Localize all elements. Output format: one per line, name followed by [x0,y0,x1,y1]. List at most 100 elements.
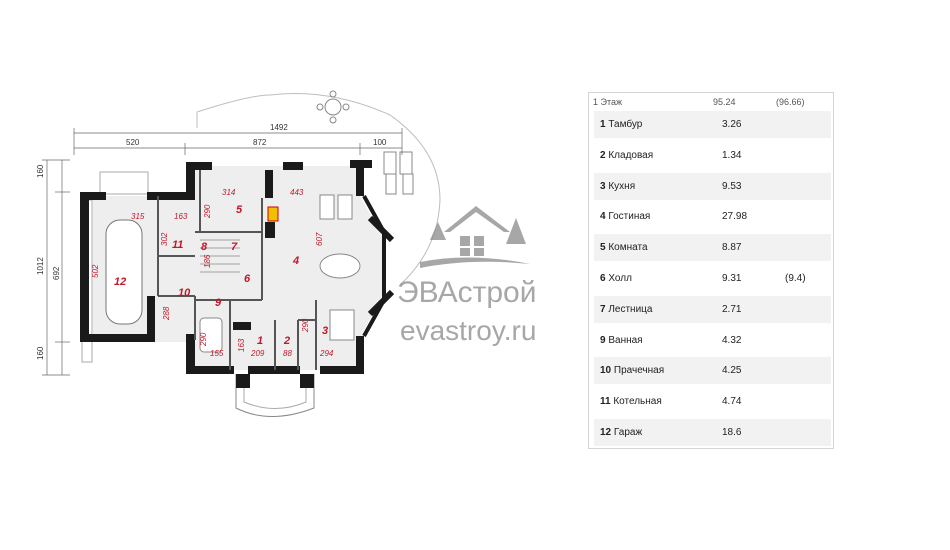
dim-290-room5: 290 [203,204,212,219]
dim-side-top: 160 [36,164,45,178]
dim-288: 288 [162,306,171,321]
room-name: Котельная [613,396,662,408]
bathtub-icon [199,317,223,353]
room-label: 5 Комната [600,242,648,253]
room-area: 3.26 [722,119,742,130]
room-label: 12 Гараж [600,427,642,438]
dim-290-kitchen: 290 [301,318,310,333]
dim-88: 88 [283,349,292,358]
room-number: 3 [600,180,606,192]
dim-155: 155 [210,349,224,358]
dim-314: 314 [222,188,236,197]
room-name: Холл [608,273,632,284]
floor-label: 1 Этаж [593,97,623,107]
watermark-logo [420,206,530,268]
room-label: 4 Гостиная [600,211,650,222]
room-number-11: 11 [172,239,183,251]
room-row: 6 Холл 9.31 (9.4) [594,265,831,292]
dining-table-icon [319,253,361,279]
dim-middle-width: 872 [253,138,267,147]
room-number-6: 6 [244,273,251,285]
room-name: Гостиная [608,211,651,223]
dim-294: 294 [319,349,334,358]
area-table-header: 1 Этаж 95.24 (96.66) [593,96,831,110]
floor-plan: 1492 520 872 100 160 1012 692 160 [36,90,536,417]
car-icon [105,219,143,325]
room-row: 9 Ванная 4.32 [594,327,831,354]
room-row: 2 Кладовая 1.34 [594,142,831,169]
dim-502: 502 [91,264,100,278]
room-number-1: 1 [257,335,263,347]
armchair-icon [337,194,353,220]
room-area: 27.98 [722,211,748,223]
room-row: 3 Кухня 9.53 [594,172,831,200]
watermark-site: evastroy.ru [400,315,536,346]
room-row: 1 Тамбур 3.26 [594,111,831,138]
room-name: Кухня [608,180,636,192]
room-number: 4 [600,211,606,223]
room-label: 3 Кухня [600,181,635,192]
left-dimensions [42,159,70,376]
room-number: 9 [600,334,606,346]
sofa-icon [319,194,335,220]
floor-area-alt: (96.66) [776,97,805,107]
room-label: 11 Котельная [600,396,662,407]
room-area: 4.32 [722,334,742,346]
room-number: 7 [600,303,606,315]
room-area: 1.34 [722,149,742,161]
room-number-2: 2 [283,335,290,347]
room-number-10: 10 [178,287,191,299]
dim-right-width: 100 [373,138,387,147]
room-name: Лестница [608,303,653,315]
floor-area: 95.24 [713,97,736,107]
interior-walls [157,170,317,370]
room-label: 6 Холл [600,273,632,284]
room-area-alt: (9.4) [785,273,806,284]
sun-lounger-icon [383,151,414,195]
garage-entry-roof [99,171,149,195]
room-area: 4.74 [722,396,742,408]
bay-window-posts [367,215,395,317]
dim-209: 209 [250,349,265,358]
room-number: 5 [600,242,606,254]
room-area: 8.87 [722,242,742,254]
exterior-walls [80,160,372,374]
room-number: 10 [600,365,612,377]
staircase [200,239,240,273]
bay-window-wall [362,195,386,337]
dim-163-bottom: 163 [237,338,246,352]
room-name: Кладовая [608,149,654,161]
room-label: 1 Тамбур [600,119,642,130]
terrace-outline [196,93,441,286]
room-number-7: 7 [231,241,238,253]
room-number-9: 9 [215,297,222,309]
watermark-brand: ЭВАстрой [397,276,536,309]
dim-302: 302 [160,232,169,246]
room-number: 1 [600,119,606,130]
room-row: 7 Лестница 2.71 [594,295,831,323]
room-name: Гараж [613,427,643,438]
dim-left-width: 520 [126,138,140,147]
terrace-table-icon [316,90,350,124]
room-label: 7 Лестница [600,304,652,315]
dim-side-mid: 692 [52,266,61,280]
dim-163-top: 163 [174,212,188,221]
room-number: 11 [600,396,611,408]
top-dimensions [73,128,403,155]
room-area: 9.53 [722,180,742,192]
room-area: 2.71 [722,303,742,315]
dim-607: 607 [315,232,324,246]
room-area: 18.6 [722,427,742,438]
room-row: 12 Гараж 18.6 [594,419,831,446]
room-number: 6 [600,273,606,284]
room-number: 12 [600,427,612,438]
kitchen-counter [329,309,355,341]
room-area: 4.25 [722,365,742,377]
chimney [265,222,275,238]
room-name: Ванная [608,334,643,346]
room-area: 9.31 [722,273,742,284]
room-number: 2 [600,149,606,161]
entrance-steps [235,374,315,417]
entrance-column [236,374,250,388]
